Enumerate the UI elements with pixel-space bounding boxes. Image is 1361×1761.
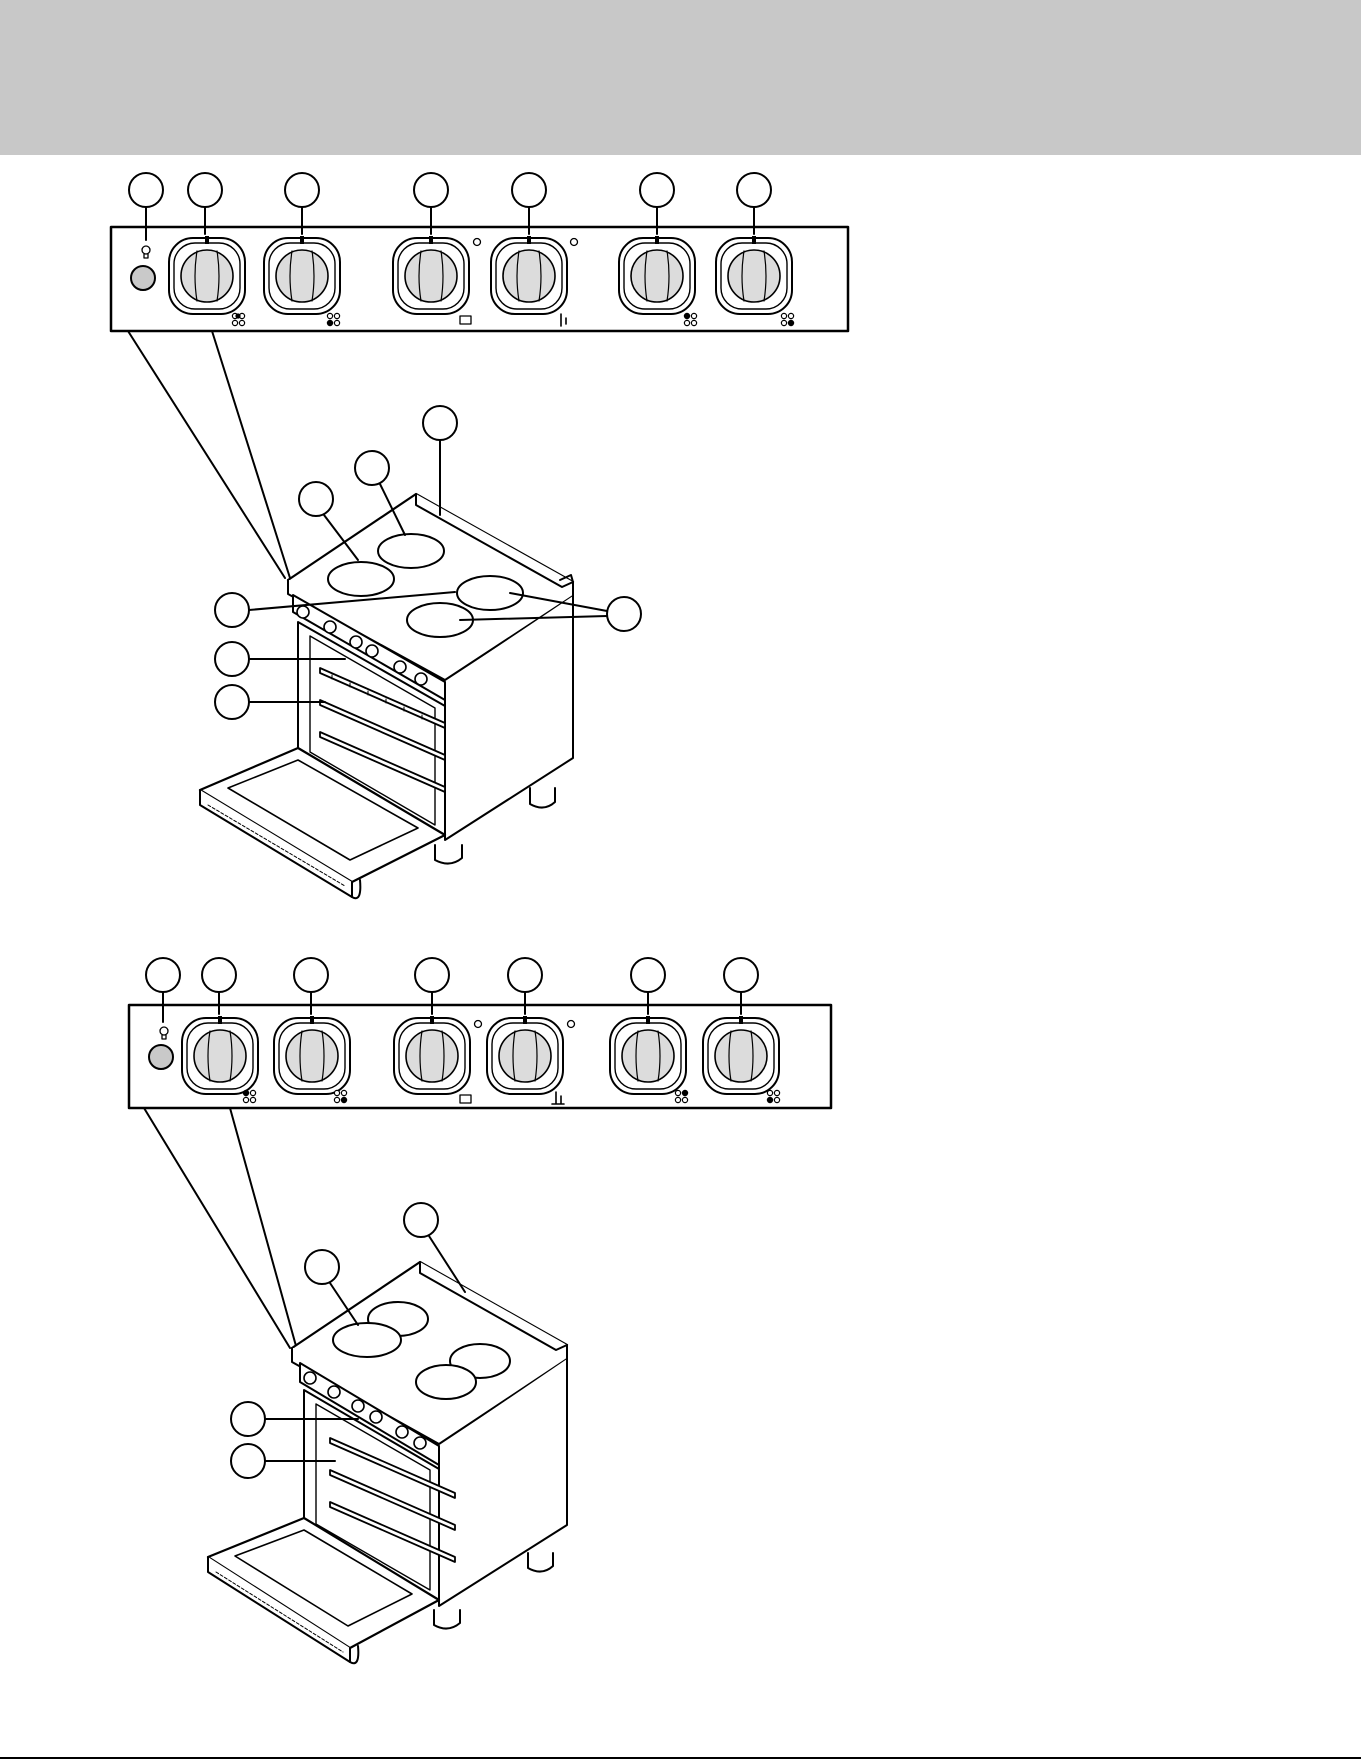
element-right-rear-1 — [378, 534, 444, 568]
footer-rule — [0, 1757, 1361, 1759]
range-1 — [200, 494, 573, 898]
element-right-front-1 — [328, 562, 394, 596]
knob-oven-mode-1[interactable] — [393, 236, 469, 314]
knob-right-rear-2[interactable] — [610, 1016, 686, 1094]
control-panel-1 — [111, 227, 848, 331]
light-switch-1[interactable] — [131, 266, 155, 290]
control-panel-2 — [129, 1005, 831, 1108]
knob-left-rear-2[interactable] — [274, 1016, 350, 1094]
knob-right-front-2[interactable] — [703, 1016, 779, 1094]
element-left-front-2 — [416, 1365, 476, 1399]
knob-left-front-2[interactable] — [182, 1016, 258, 1094]
light-switch-2[interactable] — [149, 1045, 173, 1069]
knob-oven-temp-2[interactable] — [487, 1016, 563, 1094]
knob-left-front-1[interactable] — [169, 236, 245, 314]
element-right-front-2 — [333, 1323, 401, 1357]
knob-oven-mode-2[interactable] — [394, 1016, 470, 1094]
knob-right-rear-1[interactable] — [619, 236, 695, 314]
knob-left-rear-1[interactable] — [264, 236, 340, 314]
zoom-line-2b — [230, 1108, 296, 1346]
zoom-line-2a — [144, 1108, 290, 1348]
knob-oven-temp-1[interactable] — [491, 236, 567, 314]
knob-right-front-1[interactable] — [716, 236, 792, 314]
zoom-line-1b — [212, 331, 290, 578]
zoom-line-1a — [128, 331, 285, 578]
